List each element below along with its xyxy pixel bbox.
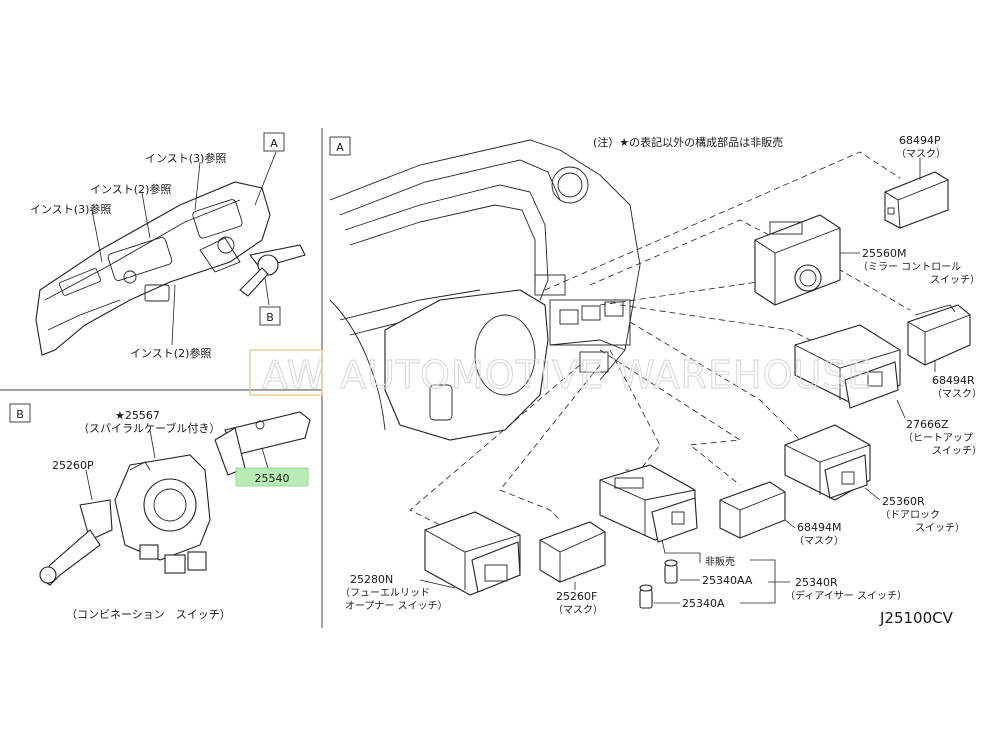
part-68494p-mask: [884, 171, 949, 229]
ref-inst3-left: インスト(3)参照: [30, 202, 111, 216]
instrument-panel-cutaway: [329, 139, 641, 441]
part-25260f-mask: [539, 521, 606, 583]
part-68494m-description: （マスク）: [794, 535, 844, 547]
watermark: AW AUTOMOTIVE WAREHOUSE: [249, 349, 872, 398]
callout-b-label: B: [266, 311, 274, 324]
part-25560m-description-2: スイッチ）: [930, 274, 980, 286]
part-68494m-number: 68494M: [797, 521, 841, 534]
callout-a-label: A: [270, 137, 278, 150]
part-25560m-switch: [754, 214, 841, 306]
part-27666z-description-1: （ヒートアップ: [903, 432, 973, 444]
part-25360r-switch: [784, 424, 871, 501]
part-25340a-bulb: [639, 584, 653, 609]
part-25340r-number: 25340R: [795, 576, 838, 589]
lighting-switch-lever: [39, 499, 113, 586]
part-25260f-number: 25260F: [556, 590, 597, 603]
part-25567-number: ★25567: [115, 409, 160, 422]
panel-b-caption: （コンビネーション スイッチ）: [66, 608, 231, 621]
part-68494p-number: 68494P: [899, 134, 941, 147]
wiper-switch-lever: [214, 411, 311, 476]
part-27666z-description-2: スイッチ）: [932, 445, 982, 457]
part-25560m-number: 25560M: [862, 247, 906, 260]
part-25340aa-number: 25340AA: [702, 574, 753, 587]
panel-a-tag: A: [336, 141, 344, 154]
part-25280n-switch: [424, 511, 521, 596]
spiral-cable-part: [114, 454, 211, 574]
ref-inst2-bottom: インスト(2)参照: [130, 346, 211, 360]
ref-inst2-top: インスト(2)参照: [90, 182, 171, 196]
ref-inst3-top: インスト(3)参照: [145, 151, 226, 165]
panel-a-tag-box: [329, 136, 351, 156]
part-25340aa-bulb: [664, 559, 678, 584]
part-68494r-number: 68494R: [932, 374, 975, 387]
callout-b-box: [259, 306, 281, 326]
part-25340r-switch: [599, 464, 698, 543]
not-sold-note: (注）★の表記以外の構成部品は非販売: [593, 135, 783, 149]
watermark-logo: AW: [262, 353, 326, 397]
combination-switch-mini: [239, 244, 306, 297]
part-68494p-description: （マスク）: [896, 148, 946, 160]
not-sold-label: 非販売: [705, 555, 735, 568]
diagram-code: J25100CV: [879, 609, 954, 627]
part-25540-highlight: [235, 467, 309, 487]
part-25340a-number: 25340A: [682, 597, 725, 610]
part-25280n-description-2: オープナー スイッチ）: [345, 600, 448, 612]
part-25560m-description-1: （ミラー コントロール: [858, 261, 961, 273]
watermark-text: AUTOMOTIVE WAREHOUSE: [340, 353, 872, 397]
part-25540-number: 25540: [255, 472, 290, 485]
part-25340r-description: （ディアイサー スイッチ）: [785, 589, 907, 602]
part-25360r-number: 25360R: [882, 495, 925, 508]
part-25260p-number: 25260P: [52, 459, 94, 472]
part-25260f-description: （マスク）: [553, 604, 603, 616]
part-27666z-number: 27666Z: [906, 418, 949, 431]
part-25360r-description-1: （ドアロック: [880, 509, 940, 521]
part-68494r-description: （マスク）: [932, 388, 982, 400]
panel-b-tag: B: [16, 408, 24, 421]
watermark-logo-frame: [249, 349, 323, 396]
part-25280n-number: 25280N: [350, 573, 393, 586]
part-25280n-description-1: （フューエルリッド: [340, 587, 430, 599]
part-68494m-mask: [719, 481, 786, 539]
part-68494r-mask: [907, 304, 971, 366]
dashboard-overview: [35, 181, 271, 356]
part-25567-description: （スパイラルケーブル付き）: [78, 421, 220, 435]
part-27666z-switch: [794, 324, 901, 409]
callout-a-box: [263, 132, 285, 152]
panel-b-tag-box: [9, 403, 31, 423]
part-25360r-description-2: スイッチ）: [915, 522, 965, 534]
